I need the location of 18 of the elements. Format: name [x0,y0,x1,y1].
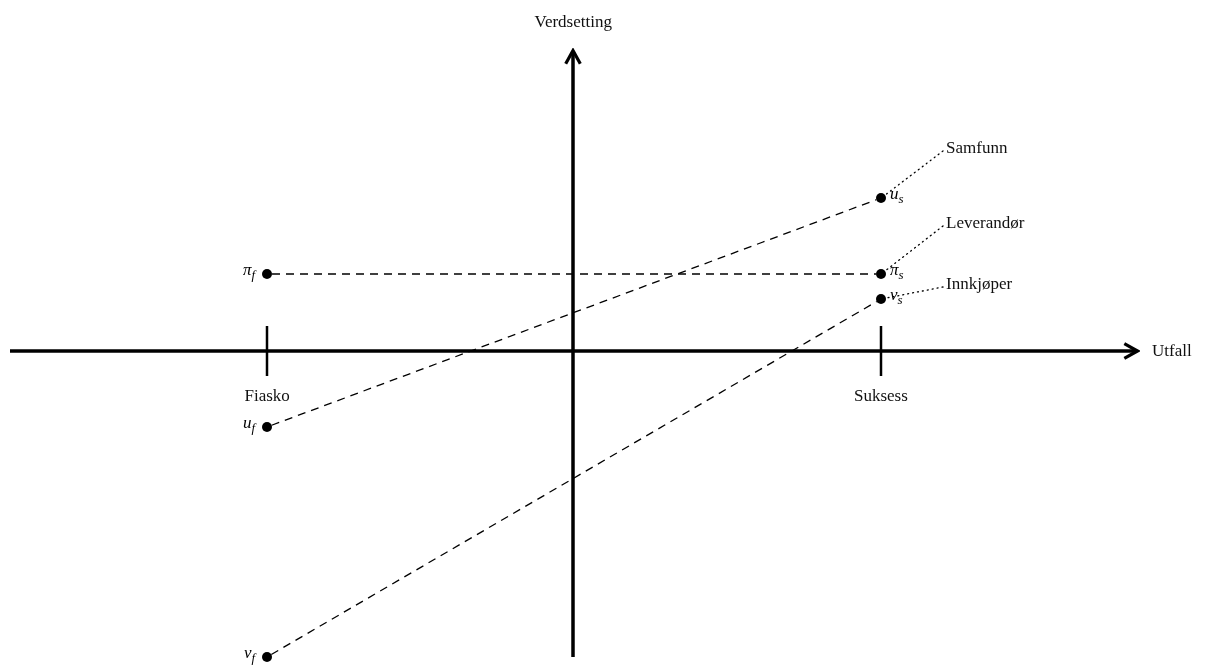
series-label: Leverandør [946,213,1025,233]
axis-label: Utfall [1152,341,1192,361]
axis-label: Verdsetting [534,12,612,32]
leader-line [884,225,944,272]
axis-label: Suksess [854,386,908,406]
series-label: Samfunn [946,138,1008,158]
dashed-line [271,199,877,426]
point-label: π$_{s}$ [890,261,904,283]
leader-line [885,286,944,299]
series-label: Innkjøper [946,274,1013,294]
axis-label: Fiasko [244,386,290,406]
leader-line [884,150,944,196]
point-label: u$_{s}$ [890,185,904,207]
point-label: v$_{s}$ [890,286,903,308]
point-label: u$_{f}$ [243,414,256,436]
dashed-line [271,273,877,275]
point-label: π$_{f}$ [243,261,256,283]
point-label: v$_{f}$ [244,644,256,666]
